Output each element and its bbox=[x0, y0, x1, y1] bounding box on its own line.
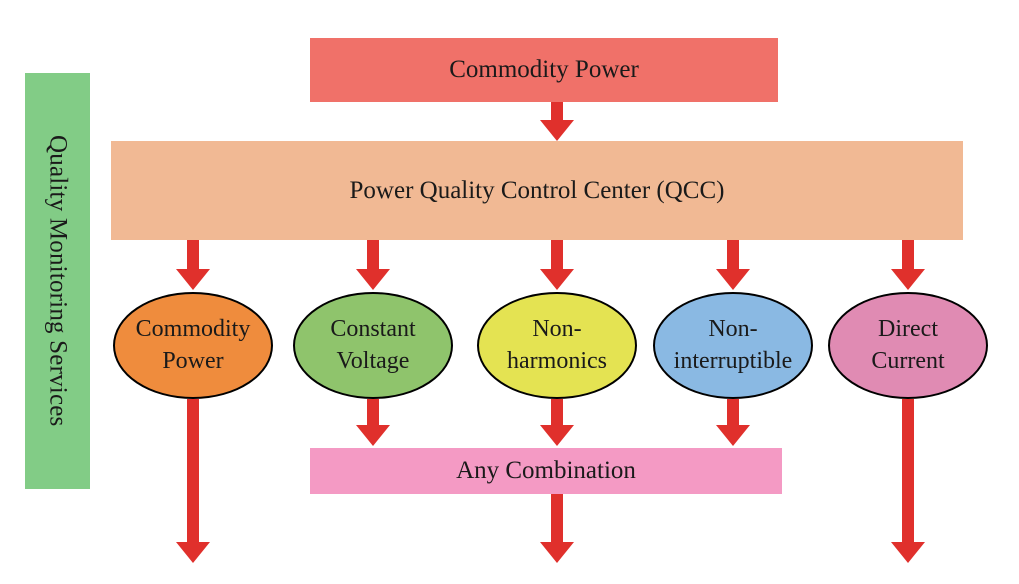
service-direct-current-oval: Direct Current bbox=[828, 292, 988, 399]
arrow-source-to-qcc bbox=[540, 102, 574, 141]
arrow-commodity-power-output bbox=[176, 399, 210, 563]
service-non-harmonics-label: Non- harmonics bbox=[507, 316, 607, 374]
service-direct-current-label: Direct Current bbox=[871, 316, 945, 374]
service-non-interruptible-oval: Non- interruptible bbox=[653, 292, 813, 399]
arrow-qcc-to-commodity-power bbox=[176, 240, 210, 290]
commodity-power-source-box: Commodity Power bbox=[310, 38, 778, 102]
any-combination-box: Any Combination bbox=[310, 448, 782, 494]
arrow-direct-current-output bbox=[891, 399, 925, 563]
quality-monitoring-services-bar: Quality Monitoring Services bbox=[25, 73, 90, 489]
arrow-qcc-to-non-harmonics bbox=[540, 240, 574, 290]
arrow-combination-output bbox=[540, 494, 574, 563]
quality-monitoring-services-label: Quality Monitoring Services bbox=[44, 135, 72, 427]
arrow-qcc-to-direct-current bbox=[891, 240, 925, 290]
qcc-label: Power Quality Control Center (QCC) bbox=[349, 176, 725, 204]
any-combination-label: Any Combination bbox=[456, 457, 636, 484]
qcc-box: Power Quality Control Center (QCC) bbox=[111, 141, 963, 240]
arrow-qcc-to-non-interruptible bbox=[716, 240, 750, 290]
arrow-constant-voltage-to-combination bbox=[356, 399, 390, 446]
arrow-non-harmonics-to-combination bbox=[540, 399, 574, 446]
service-constant-voltage-label: Constant Voltage bbox=[330, 316, 416, 374]
service-commodity-power-oval: Commodity Power bbox=[113, 292, 273, 399]
service-constant-voltage-oval: Constant Voltage bbox=[293, 292, 453, 399]
commodity-power-source-label: Commodity Power bbox=[449, 56, 639, 83]
service-non-interruptible-label: Non- interruptible bbox=[673, 316, 793, 374]
service-non-harmonics-oval: Non- harmonics bbox=[477, 292, 637, 399]
arrow-non-interruptible-to-combination bbox=[716, 399, 750, 446]
service-commodity-power-label: Commodity Power bbox=[135, 316, 251, 374]
arrow-qcc-to-constant-voltage bbox=[356, 240, 390, 290]
